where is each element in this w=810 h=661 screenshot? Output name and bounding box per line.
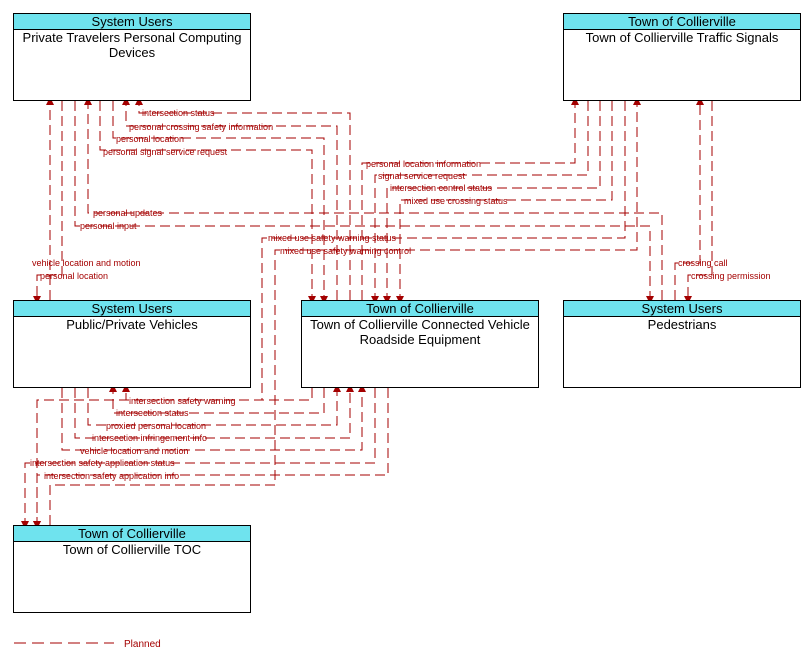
flow-line-f23[interactable]: [33, 388, 389, 529]
node-name: Town of Collierville Traffic Signals: [585, 30, 779, 45]
node-header: Town of Collierville: [564, 14, 800, 30]
flow-line-f5[interactable]: [361, 97, 579, 300]
flow-label-f20: intersection infringement info: [92, 433, 207, 443]
flow-line-f3[interactable]: [112, 101, 328, 304]
flow-label-f4: personal signal service request: [103, 147, 228, 157]
flow-label-f15: vehicle location and motion: [32, 258, 141, 268]
node-collierville-toc[interactable]: Town of Collierville Town of Colliervill…: [13, 525, 251, 613]
node-name: Pedestrians: [647, 317, 717, 332]
flow-line-f20[interactable]: [74, 384, 354, 439]
node-connected-vehicle-rse[interactable]: Town of Collierville Town of Colliervill…: [301, 300, 539, 388]
flow-line-f1[interactable]: [135, 97, 351, 300]
node-name: Public/Private Vehicles: [66, 317, 198, 332]
flow-line-f2[interactable]: [122, 97, 338, 300]
flow-label-f7: intersection control status: [390, 183, 493, 193]
flow-line-f22[interactable]: [21, 388, 376, 529]
flow-line-f19[interactable]: [87, 384, 341, 426]
flow-label-f12: mixed use safety warning control: [280, 246, 411, 256]
legend-label: Planned: [124, 639, 161, 650]
flow-label-f3: personal location: [116, 134, 184, 144]
flow-line-f21[interactable]: [61, 384, 366, 451]
node-header: Town of Collierville: [302, 301, 538, 317]
flow-label-f6: signal service request: [378, 171, 466, 181]
flow-label-f23: intersection safety application info: [44, 471, 179, 481]
flow-line-f4[interactable]: [99, 101, 316, 304]
flow-label-f14: crossing permission: [691, 271, 771, 281]
flow-label-f19: proxied personal location: [106, 421, 206, 431]
flow-line-f17[interactable]: [122, 384, 313, 401]
flow-label-f9: personal updates: [93, 208, 163, 218]
node-public-private-vehicles[interactable]: System Users Public/Private Vehicles: [13, 300, 251, 388]
flow-line-f16[interactable]: [33, 101, 63, 304]
flow-label-f10: personal input: [80, 221, 137, 231]
flow-line-f14[interactable]: [684, 101, 713, 304]
node-header: System Users: [14, 14, 250, 30]
flow-label-f22: intersection safety application status: [30, 458, 175, 468]
node-header: System Users: [564, 301, 800, 317]
flow-label-f5: personal location information: [366, 159, 481, 169]
flow-label-f1: intersection status: [142, 108, 215, 118]
flow-label-f16: personal location: [40, 271, 108, 281]
node-header: System Users: [14, 301, 250, 317]
flow-line-f6[interactable]: [371, 101, 589, 304]
flow-line-f18[interactable]: [109, 384, 325, 414]
flow-line-f11[interactable]: [33, 101, 626, 529]
flow-label-f11: mixed use safety warning status: [268, 233, 397, 243]
flow-label-f18: intersection status: [116, 408, 189, 418]
node-traffic-signals[interactable]: Town of Collierville Town of Colliervill…: [563, 13, 801, 101]
flow-line-f13[interactable]: [674, 97, 704, 300]
flow-label-f21: vehicle location and motion: [80, 446, 189, 456]
flow-label-f8: mixed use crossing status: [404, 196, 508, 206]
node-pedestrians[interactable]: System Users Pedestrians: [563, 300, 801, 388]
node-name: Town of Collierville TOC: [62, 542, 202, 557]
flow-label-f2: personal crossing safety information: [129, 122, 273, 132]
legend: Planned: [14, 639, 161, 650]
node-private-travelers-devices[interactable]: System Users Private Travelers Personal …: [13, 13, 251, 101]
flow-line-f12[interactable]: [49, 97, 641, 525]
flow-line-f10[interactable]: [74, 101, 654, 304]
node-header: Town of Collierville: [14, 526, 250, 542]
flow-label-f17: intersection safety warning: [129, 396, 236, 406]
node-name: Private Travelers Personal Computing Dev…: [22, 30, 242, 60]
flow-label-f13: crossing call: [678, 258, 728, 268]
node-name: Town of Collierville Connected Vehicle R…: [310, 317, 530, 347]
